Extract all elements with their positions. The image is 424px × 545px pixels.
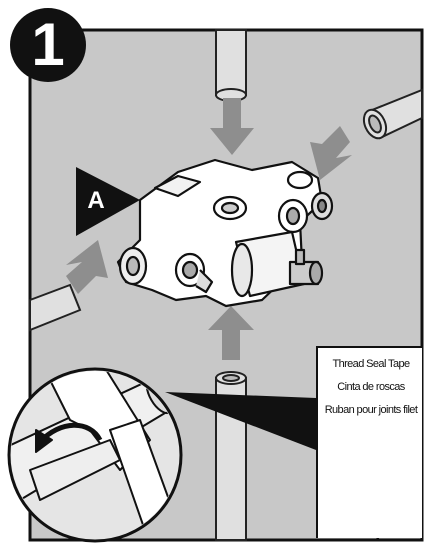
tape-label-english: Thread Seal Tape [318,358,424,370]
step-number: 1 [10,8,86,82]
pipe-top [216,30,246,101]
tape-label-spanish: Cinta de roscas [318,381,424,393]
tape-label-french: Ruban pour joints filet [318,404,424,416]
callout-a-label: A [84,187,108,215]
thread-seal-tape-box [316,346,422,538]
